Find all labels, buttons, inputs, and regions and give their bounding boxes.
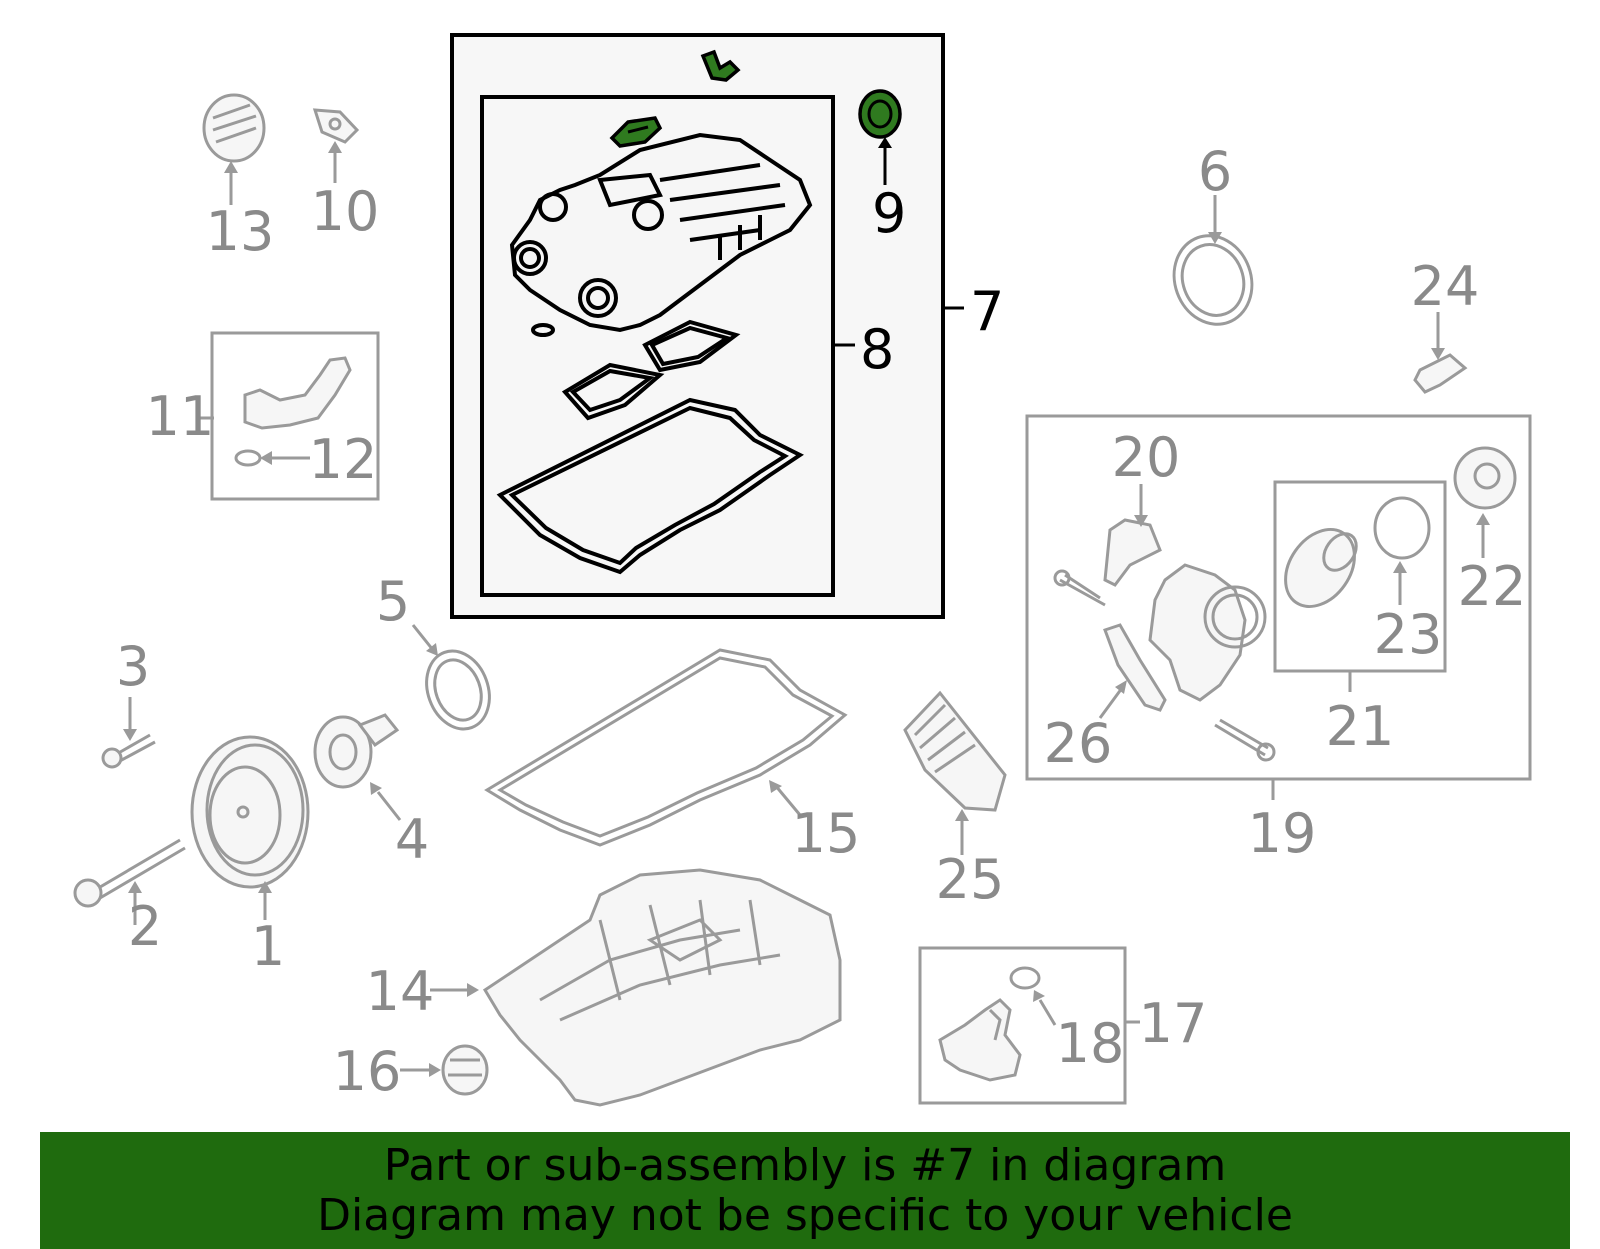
callout-12: 12: [309, 428, 378, 491]
part-16-drain-plug: [400, 1044, 489, 1096]
banner-line-2: Diagram may not be specific to your vehi…: [317, 1189, 1293, 1241]
green-bracket: [700, 49, 741, 82]
callout-2: 2: [128, 895, 162, 958]
callout-25: 25: [936, 848, 1005, 911]
callout-21: 21: [1326, 695, 1395, 758]
callout-22: 22: [1458, 555, 1527, 618]
gasket-upper: [642, 319, 741, 373]
part-1-pulley: [190, 735, 310, 920]
callout-24: 24: [1411, 255, 1480, 318]
part-5-seal: [411, 624, 491, 731]
callout-11: 11: [146, 385, 215, 448]
part-2-bolt: [73, 838, 186, 925]
callout-16: 16: [333, 1040, 402, 1103]
part-15-gasket: [484, 648, 848, 847]
part-24-sensor: [1413, 312, 1468, 394]
gasket-middle: [561, 362, 665, 421]
green-seal-ring: [858, 89, 902, 139]
part-11-12-group: [200, 331, 380, 501]
callout-4: 4: [395, 808, 429, 871]
part-17-group: [918, 946, 1140, 1105]
callout-26: 26: [1044, 712, 1113, 775]
part-14-oil-pan: [430, 868, 842, 1107]
callout-15: 15: [792, 802, 861, 865]
green-seal-small: [609, 116, 663, 148]
part-4-damper: [313, 713, 402, 821]
callout-18: 18: [1056, 1012, 1125, 1075]
valve-cover-part: [509, 132, 813, 333]
part-25-cooler: [903, 690, 1007, 855]
banner-line-1: Part or sub-assembly is #7 in diagram: [383, 1139, 1227, 1191]
callout-20: 20: [1112, 426, 1181, 489]
callout-8: 8: [860, 318, 894, 381]
callout-7: 7: [970, 280, 1004, 343]
callout-14: 14: [366, 960, 435, 1023]
callout-13: 13: [206, 200, 275, 263]
callout-5: 5: [376, 570, 410, 633]
callout-10: 10: [311, 180, 380, 243]
callout-6: 6: [1198, 140, 1232, 203]
part-6-seal: [1172, 195, 1254, 326]
callout-17: 17: [1139, 992, 1208, 1055]
callout-23: 23: [1374, 603, 1443, 666]
callout-1: 1: [251, 915, 285, 978]
part-19-group: [1025, 414, 1532, 800]
assembly-7-group[interactable]: [450, 33, 964, 619]
info-banner: Part or sub-assembly is #7 in diagram Di…: [40, 1132, 1570, 1249]
part-3-bolt: [101, 697, 156, 769]
part-13-oil-cap: [202, 93, 266, 205]
part-10-gasket: [312, 108, 360, 183]
callout-9: 9: [872, 182, 906, 245]
callout-19: 19: [1248, 802, 1317, 865]
valve-cover-gasket: [496, 397, 804, 575]
callout-3: 3: [116, 635, 150, 698]
o-ring-small: [531, 323, 555, 337]
